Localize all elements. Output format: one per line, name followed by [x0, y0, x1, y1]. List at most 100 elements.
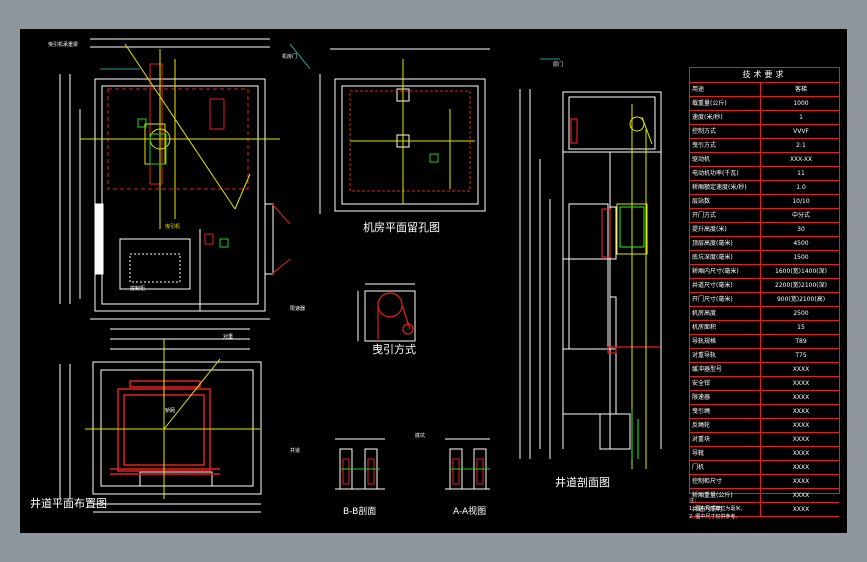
spec-key: 层站数 [692, 198, 711, 205]
spec-row: 用途 客梯 [690, 83, 839, 97]
spec-value: XXX-XX [760, 153, 841, 166]
spec-value: XXXX [760, 489, 841, 502]
spec-key: 轿厢额定速度(米/秒) [692, 184, 747, 191]
annotation: 曳引机 [165, 224, 181, 230]
spec-key: 速度(米/秒) [692, 114, 723, 121]
spec-value: 30 [760, 223, 841, 236]
spec-key: 机房高度 [692, 310, 717, 317]
spec-value: XXXX [760, 503, 841, 516]
spec-value: 2200(宽)2100(深) [760, 279, 841, 292]
spec-row: 轿厢内尺寸(毫米) 1600(宽)1400(深) [690, 265, 839, 279]
hoistway-section [519, 89, 662, 459]
note-line: 1. 图中尺寸单位为毫米。 [689, 506, 746, 512]
spec-key: 井道尺寸(毫米) [692, 282, 733, 289]
spec-row: 井道内照明 XXXX [690, 503, 839, 517]
spec-value: T75 [760, 349, 841, 362]
spec-value: 2500 [760, 307, 841, 320]
spec-value: XXXX [760, 447, 841, 460]
spec-value: XXXX [760, 405, 841, 418]
aa-view-title: A-A视图 [453, 507, 487, 517]
note-line: 2. 图中尺寸仅供参考。 [689, 514, 741, 520]
traction-diagram [357, 283, 416, 342]
spec-row: 顶层高度(毫米) 4500 [690, 237, 839, 251]
spec-key: 顶层高度(毫米) [692, 240, 733, 247]
spec-key: 控制柜尺寸 [692, 478, 723, 485]
spec-key: 开门方式 [692, 212, 717, 219]
annotation: 限速器 [290, 306, 306, 312]
spec-key: 对重导轨 [692, 352, 717, 359]
spec-row: 轿厢重量(公斤)XXXX [690, 489, 839, 503]
spec-row: 轿厢额定速度(米/秒) 1.0 [690, 181, 839, 195]
spec-value: 2:1 [760, 139, 841, 152]
machine-room-title: 机房平面留孔图 [363, 221, 440, 234]
spec-key: 开门尺寸(毫米) [692, 296, 733, 303]
annotation: 井道 [290, 448, 301, 454]
spec-key: 曳引绳 [692, 408, 711, 415]
spec-value: 900(宽)2100(高) [760, 293, 841, 306]
spec-value: 1 [760, 111, 841, 124]
spec-row: 门机 XXXX [690, 461, 839, 475]
hoistway-section-title: 井道剖面图 [555, 476, 610, 489]
annotation: 对重 [223, 334, 234, 340]
spec-key: 安全钳 [692, 380, 711, 387]
spec-row: 机房高度 2500 [690, 307, 839, 321]
spec-value: 客梯 [760, 83, 841, 96]
spec-row: 载重量(公斤)1000 [690, 97, 839, 111]
spec-row: 控制柜尺寸 XXXX [690, 475, 839, 489]
hoistway-plan-title: 井道平面布置图 [30, 497, 107, 510]
spec-key: 用途 [692, 86, 705, 93]
annotation: 控制柜 [130, 286, 146, 292]
spec-row: 底坑深度(毫米)1500 [690, 251, 839, 265]
traction-title: 曳引方式 [372, 343, 416, 356]
cad-drawing [59, 38, 662, 513]
spec-row: 提升高度(米) 30 [690, 223, 839, 237]
spec-value: XXXX [760, 377, 841, 390]
note-line: 注： [689, 498, 700, 504]
annotation: 曳引机承重梁 [48, 42, 79, 48]
annotation: 机房门 [282, 54, 298, 60]
spec-value: 10/10 [760, 195, 841, 208]
annotation: 底坑 [415, 433, 426, 439]
spec-row: 开门方式 中分式 [690, 209, 839, 223]
spec-value: 11 [760, 167, 841, 180]
spec-key: 缓冲器型号 [692, 366, 723, 373]
spec-key: 机房面积 [692, 324, 717, 331]
spec-row: 驱动机 XXX-XX [690, 153, 839, 167]
bb-section-title: B-B剖面 [343, 507, 377, 517]
spec-key: 轿厢内尺寸(毫米) [692, 268, 739, 275]
spec-key: 驱动机 [692, 156, 711, 163]
spec-title: 技术要求 [690, 68, 839, 83]
spec-row: 曳引绳 XXXX [690, 405, 839, 419]
spec-row: 开门尺寸(毫米) 900(宽)2100(高) [690, 293, 839, 307]
spec-value: 1.0 [760, 181, 841, 194]
spec-value: 1600(宽)1400(深) [760, 265, 841, 278]
spec-key: 提升高度(米) [692, 226, 727, 233]
spec-value: XXXX [760, 475, 841, 488]
spec-value: XXXX [760, 433, 841, 446]
spec-value: XXXX [760, 419, 841, 432]
spec-row: 安全钳 XXXX [690, 377, 839, 391]
notes: 注： 1. 图中尺寸单位为毫米。 2. 图中尺寸仅供参考。 [689, 497, 745, 521]
spec-value: XXXX [760, 461, 841, 474]
spec-key: 门机 [692, 464, 705, 471]
spec-key: 底坑深度(毫米) [692, 254, 733, 261]
spec-value: 4500 [760, 237, 841, 250]
spec-key: 控制方式 [692, 128, 717, 135]
spec-row: 井道尺寸(毫米) 2200(宽)2100(深) [690, 279, 839, 293]
annotation: 层门 [553, 62, 564, 68]
spec-key: 井道内照明 [692, 506, 723, 513]
spec-key: 电动机功率(千瓦) [692, 170, 739, 177]
spec-value: 中分式 [760, 209, 841, 222]
spec-row: 层站数 10/10 [690, 195, 839, 209]
spec-value: 1000 [760, 97, 841, 110]
